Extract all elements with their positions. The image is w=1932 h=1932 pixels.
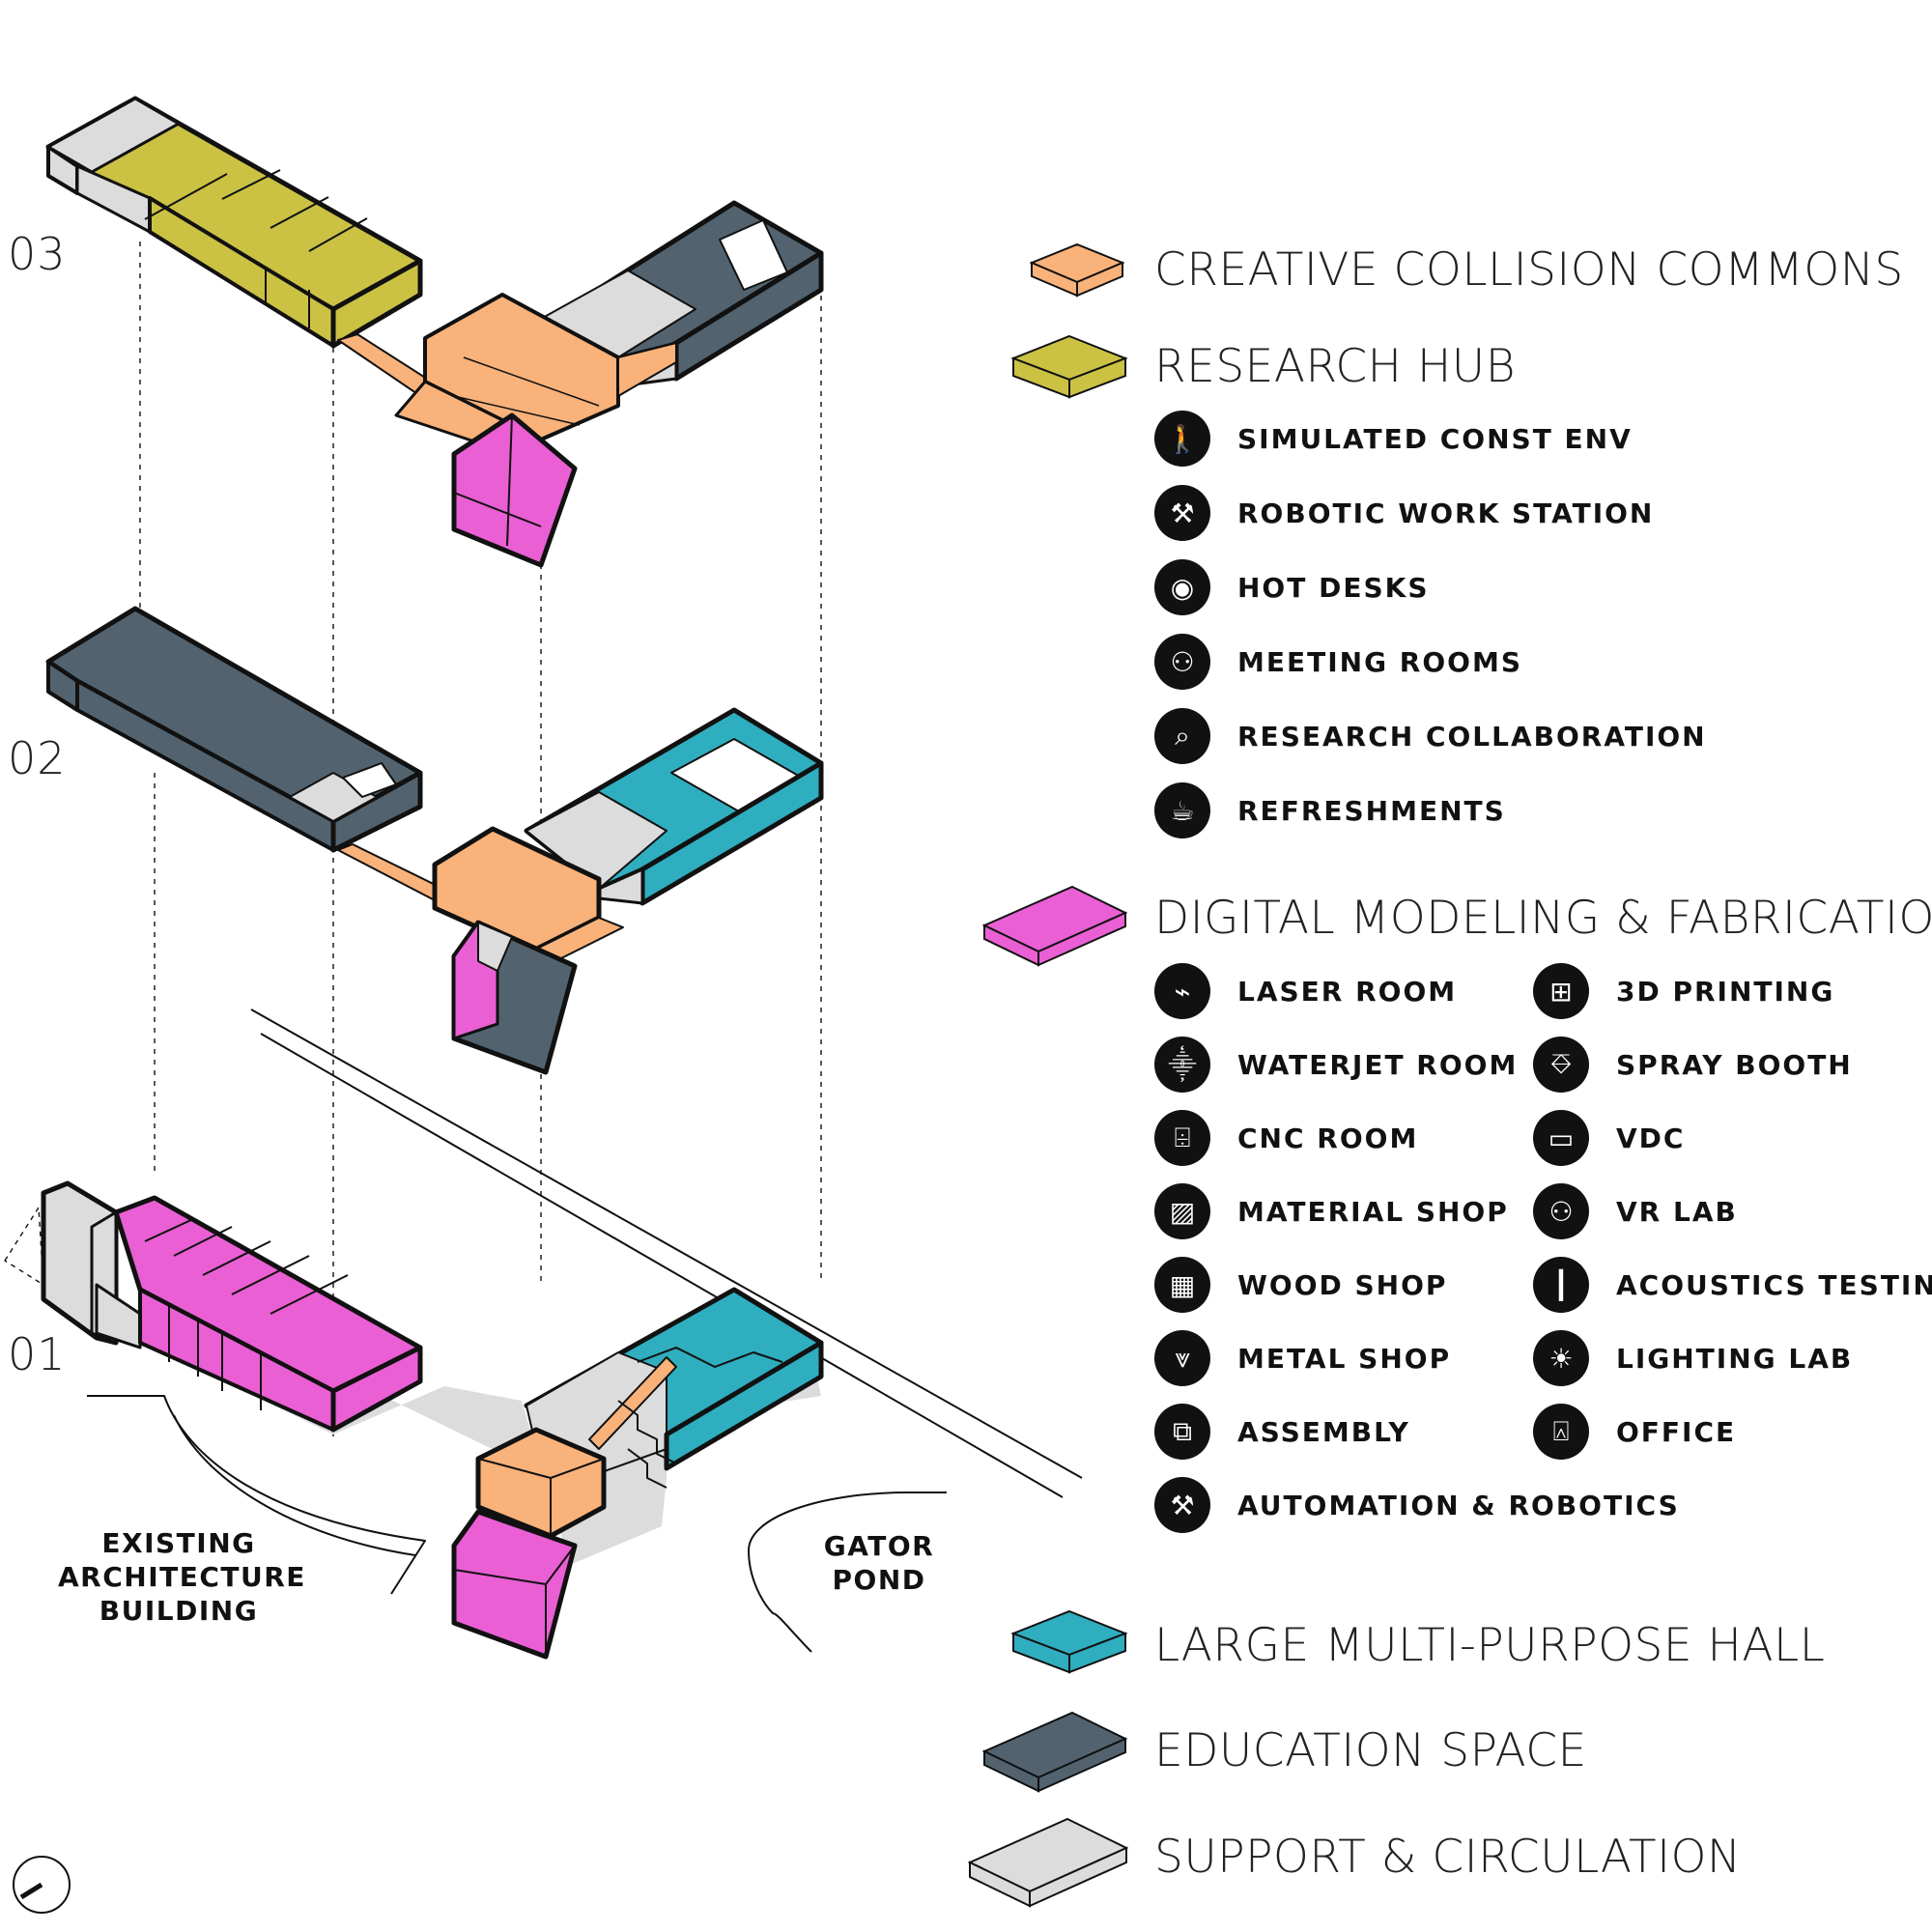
swatch-education-space [981, 1711, 1128, 1793]
multipurpose-hall-volume-01 [524, 1287, 824, 1489]
cnc-icon: ⌹ [1154, 1110, 1210, 1166]
legend-item-wood-shop: ▦ WOOD SHOP [1154, 1257, 1447, 1313]
robot-arm-icon: ⚒ [1154, 485, 1210, 541]
category-education-space: EDUCATION SPACE [1154, 1724, 1587, 1777]
category-large-multi-purpose-hall: LARGE MULTI-PURPOSE HALL [1154, 1619, 1826, 1672]
desk-icon: ⍓ [1533, 1404, 1589, 1460]
creative-commons-volume-02 [432, 826, 624, 962]
gator-pond-outline [748, 1492, 947, 1653]
category-support-circulation: SUPPORT & CIRCULATION [1154, 1831, 1742, 1884]
level-03-block [45, 96, 824, 568]
printer-3d-icon: ⊞ [1533, 963, 1589, 1019]
laser-icon: ⌁ [1154, 963, 1210, 1019]
creative-commons-volume-01 [475, 1427, 607, 1539]
legend-item-waterjet-room: ⸎ WATERJET ROOM [1154, 1037, 1518, 1093]
swatch-large-multi-purpose-hall [1010, 1609, 1128, 1674]
research-hub-volume [45, 96, 423, 349]
level-label-02: 02 [8, 732, 67, 784]
swatch-creative-collision-commons [1029, 242, 1125, 298]
level-label-03: 03 [8, 228, 67, 280]
cup-icon: ☕ [1154, 782, 1210, 838]
existing-architecture-building-label: EXISTING ARCHITECTURE BUILDING [58, 1527, 306, 1627]
metal-icon: ⩔ [1154, 1330, 1210, 1386]
support-tower-01 [41, 1180, 142, 1350]
meeting-icon: ⚇ [1154, 634, 1210, 690]
waterjet-icon: ⸎ [1154, 1037, 1210, 1093]
fabrication-wedge-01 [451, 1509, 578, 1660]
spray-can-icon: ⎑ [1533, 1037, 1589, 1093]
category-creative-collision-commons: CREATIVE COLLISION COMMONS [1154, 243, 1904, 297]
magnifier-chart-icon: ⌕ [1154, 708, 1210, 764]
legend-item-office: ⍓ OFFICE [1533, 1404, 1736, 1460]
material-icon: ▨ [1154, 1183, 1210, 1239]
category-digital-modeling-fabrication: DIGITAL MODELING & FABRICATION [1154, 892, 1932, 945]
legend-item-meeting-rooms: ⚇ MEETING ROOMS [1154, 634, 1522, 690]
level-01-block [4, 1180, 947, 1660]
existing-building-wall [87, 1395, 426, 1595]
swatch-digital-modeling-fabrication [981, 885, 1128, 967]
power-outlet-icon: ◉ [1154, 559, 1210, 615]
level-label-01: 01 [8, 1328, 67, 1380]
fabrication-volume-02 [451, 920, 578, 1075]
existing-outline [4, 1207, 44, 1286]
robot-arm-icon: ⚒ [1154, 1477, 1210, 1533]
gator-pond-label: GATOR POND [823, 1530, 935, 1596]
monitor-icon: ▭ [1533, 1110, 1589, 1166]
legend-item-refreshments: ☕ REFRESHMENTS [1154, 782, 1506, 838]
legend-item-research-collaboration: ⌕ RESEARCH COLLABORATION [1154, 708, 1707, 764]
legend-item-vr-lab: ⚇ VR LAB [1533, 1183, 1738, 1239]
north-arrow-icon [13, 1856, 71, 1914]
legend-item-assembly: ⧉ ASSEMBLY [1154, 1404, 1410, 1460]
legend-item-automation-robotics: ⚒ AUTOMATION & ROBOTICS [1154, 1477, 1680, 1533]
legend-item-laser-room: ⌁ LASER ROOM [1154, 963, 1457, 1019]
swatch-research-hub [1010, 334, 1128, 399]
legend-item-material-shop: ▨ MATERIAL SHOP [1154, 1183, 1509, 1239]
legend-item-cnc-room: ⌹ CNC ROOM [1154, 1110, 1418, 1166]
wood-icon: ▦ [1154, 1257, 1210, 1313]
legend-item-acoustics-testing: ┃ ACOUSTICS TESTING [1533, 1257, 1932, 1313]
legend-item-spray-booth: ⎑ SPRAY BOOTH [1533, 1037, 1853, 1093]
legend-item-lighting-lab: ☀ LIGHTING LAB [1533, 1330, 1853, 1386]
multipurpose-hall-volume-02 [524, 707, 824, 906]
worker-icon: 🚶 [1154, 411, 1210, 467]
legend-item-simulated-const-env: 🚶 SIMULATED CONST ENV [1154, 411, 1633, 467]
fabrication-volume-03 [451, 412, 578, 568]
legend-item-hot-desks: ◉ HOT DESKS [1154, 559, 1429, 615]
projection-lines [139, 242, 822, 1439]
legend-item-metal-shop: ⩔ METAL SHOP [1154, 1330, 1451, 1386]
lightbulb-icon: ☀ [1533, 1330, 1589, 1386]
legend-item-robotic-work-station: ⚒ ROBOTIC WORK STATION [1154, 485, 1654, 541]
category-research-hub: RESEARCH HUB [1154, 340, 1516, 393]
education-volume-02 [45, 606, 423, 853]
vr-headset-icon: ⚇ [1533, 1183, 1589, 1239]
legend-item-3d-printing: ⊞ 3D PRINTING [1533, 963, 1834, 1019]
level-02-block [45, 606, 824, 1075]
sound-wave-icon: ┃ [1533, 1257, 1589, 1313]
legend-item-vdc: ▭ VDC [1533, 1110, 1685, 1166]
assembly-icon: ⧉ [1154, 1404, 1210, 1460]
road-lines [250, 1009, 1083, 1498]
swatch-support-circulation [967, 1817, 1129, 1908]
fabrication-volume-01 [113, 1195, 423, 1433]
